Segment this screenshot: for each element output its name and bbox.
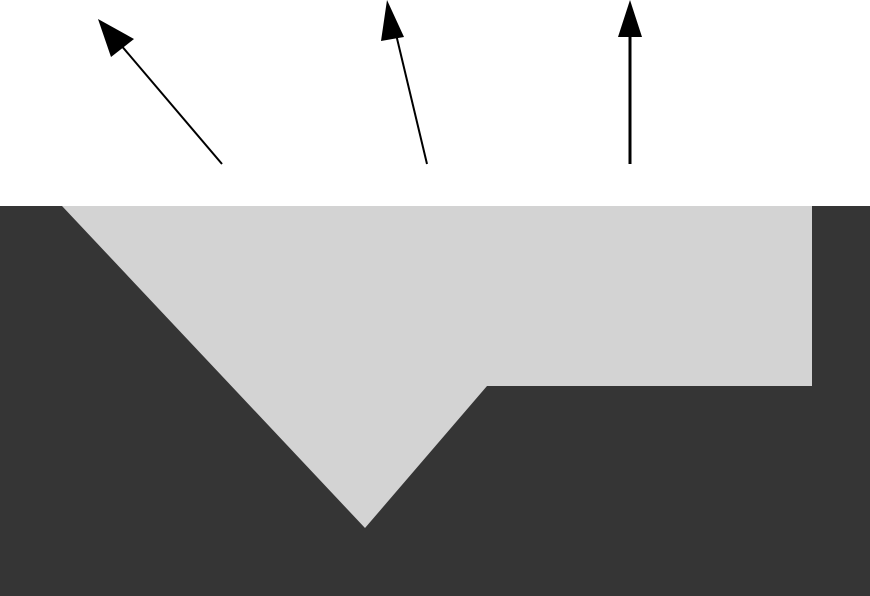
arrow-slight-tilt: [381, 0, 428, 165]
arrow-left-tilted-head: [98, 19, 134, 57]
arrow-vertical-head: [618, 0, 642, 37]
light-etched-cavity: [62, 206, 812, 528]
arrow-left-tilted: [98, 19, 223, 165]
arrow-vertical: [618, 0, 642, 164]
arrow-slight-tilt-shaft: [394, 29, 428, 165]
arrow-slight-tilt-head: [381, 0, 404, 41]
arrow-left-tilted-shaft: [119, 43, 223, 165]
